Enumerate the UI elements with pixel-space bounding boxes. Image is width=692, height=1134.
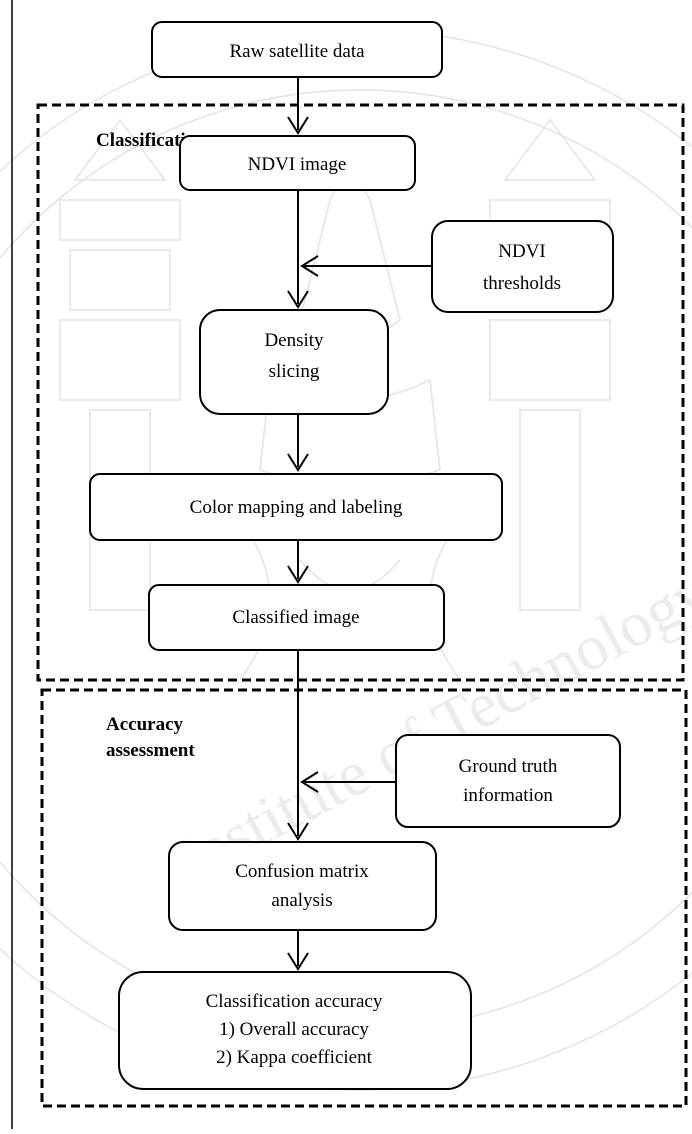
arrowhead-ndvi-to-density [287,290,309,309]
arrowhead-density-to-color [287,453,309,472]
node-ndvi-image: NDVI image [179,135,416,191]
node-label-line-3: 2) Kappa coefficient [216,1047,373,1068]
node-label-line-1: Density [264,330,324,351]
node-label: NDVI image [248,154,347,175]
node-label-line-2: slicing [269,361,320,382]
arrowhead-groundtruth [300,771,319,793]
node-density-slicing: Density slicing [199,309,389,415]
node-label-line-1: Ground truth [459,756,558,777]
arrowhead-confusion-to-accuracy [287,952,309,971]
arrowhead-classified-to-confusion [287,822,309,841]
node-label: Classified image [232,607,359,628]
node-label-line-2: information [463,785,553,806]
node-label-line-1: Confusion matrix [235,861,369,882]
node-ground-truth: Ground truth information [395,734,621,828]
arrowhead-thresholds [300,255,319,277]
classification-group [36,103,685,682]
arrowhead-raw-to-ndvi [287,116,309,135]
node-ndvi-thresholds: NDVI thresholds [431,220,614,313]
node-raw-satellite-data: Raw satellite data [151,21,443,78]
node-label-line-1: NDVI [498,241,546,262]
accuracy-group-title-line-2: assessment [106,740,195,761]
node-label-line-2: analysis [271,890,332,911]
edges [287,77,432,971]
node-classification-accuracy: Classification accuracy 1) Overall accur… [118,971,472,1090]
node-color-mapping: Color mapping and labeling [89,473,503,541]
accuracy-assessment-group [40,688,688,1108]
node-label-line-1: Classification accuracy [206,991,383,1012]
accuracy-group-title-line-1: Accuracy [106,714,184,735]
node-label: Raw satellite data [229,41,365,62]
node-label-line-2: 1) Overall accuracy [219,1019,369,1040]
node-label: Color mapping and labeling [190,497,403,518]
classification-group-title: Classification [96,130,206,151]
node-label-line-2: thresholds [483,273,561,294]
arrowhead-color-to-classified [287,565,309,584]
node-confusion-matrix: Confusion matrix analysis [168,841,437,931]
node-classified-image: Classified image [148,584,445,651]
